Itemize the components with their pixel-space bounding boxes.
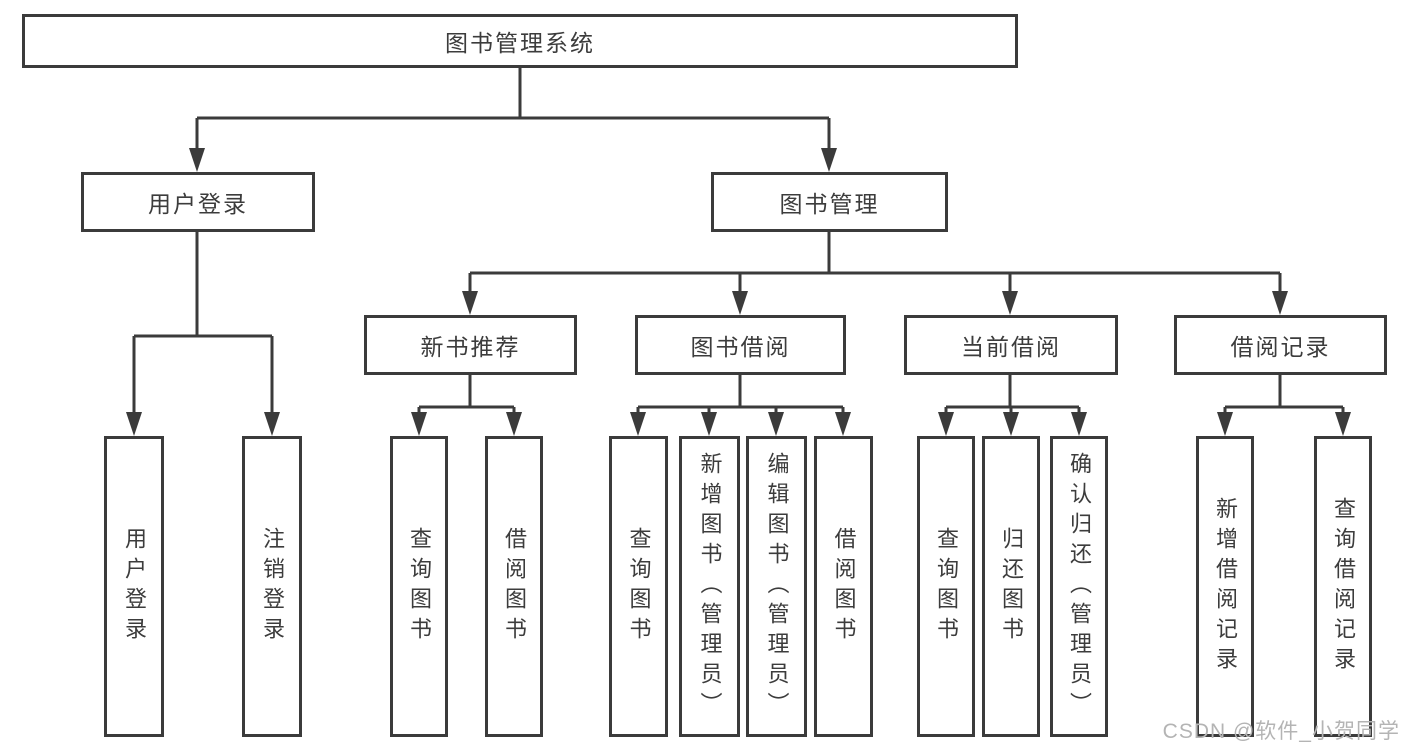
node-root-label: 图书管理系统 xyxy=(445,30,595,56)
node-current-borrowing-label: 当前借阅 xyxy=(961,334,1061,360)
node-borrowing-records-label: 借阅记录 xyxy=(1230,334,1331,360)
leaf-borrowing-query-books-label: 查询图书 xyxy=(626,526,652,647)
leaf-borrowing-add-book-admin: 新增图书（管理员） xyxy=(679,436,740,737)
leaf-borrowing-query-books: 查询图书 xyxy=(609,436,668,737)
leaf-recommend-borrow-books-label: 借阅图书 xyxy=(502,526,527,647)
arrowheads-user-login-leaves xyxy=(126,412,280,436)
connector-book-management-branch xyxy=(468,232,1282,293)
leaf-records-add-borrow-record-label: 新增借阅记录 xyxy=(1213,496,1238,677)
leaf-user-login-label: 用户登录 xyxy=(122,526,147,647)
leaf-recommend-query-books: 查询图书 xyxy=(390,436,448,737)
leaf-current-query-books-label: 查询图书 xyxy=(934,526,959,647)
leaf-current-return-books: 归还图书 xyxy=(982,436,1040,737)
leaf-current-confirm-return-admin: 确认归还（管理员） xyxy=(1050,436,1108,737)
connector-current-borrow-branch xyxy=(944,375,1081,414)
leaf-recommend-query-books-label: 查询图书 xyxy=(407,526,432,647)
node-new-book-recommendation: 新书推荐 xyxy=(364,315,577,375)
node-user-login: 用户登录 xyxy=(81,172,315,232)
arrowheads-leaves xyxy=(411,412,1351,436)
connector-user-login-branch xyxy=(132,232,274,414)
leaf-logout-label: 注销登录 xyxy=(260,526,285,647)
connector-borrow-records-branch xyxy=(1223,375,1345,414)
arrowheads-level2 xyxy=(189,148,837,172)
leaf-borrowing-add-book-admin-label: 新增图书（管理员） xyxy=(697,451,723,722)
leaf-current-return-books-label: 归还图书 xyxy=(999,526,1024,647)
node-book-borrowing-label: 图书借阅 xyxy=(690,334,791,360)
leaf-borrowing-borrow-books-label: 借阅图书 xyxy=(831,526,857,647)
leaf-logout: 注销登录 xyxy=(242,436,302,737)
node-new-book-recommendation-label: 新书推荐 xyxy=(420,334,521,360)
node-user-login-label: 用户登录 xyxy=(148,191,248,217)
leaf-records-query-borrow-record: 查询借阅记录 xyxy=(1314,436,1372,737)
leaf-records-add-borrow-record: 新增借阅记录 xyxy=(1196,436,1254,737)
leaf-current-query-books: 查询图书 xyxy=(917,436,975,737)
node-borrowing-records: 借阅记录 xyxy=(1174,315,1387,375)
leaf-user-login: 用户登录 xyxy=(104,436,164,737)
leaf-current-confirm-return-admin-label: 确认归还（管理员） xyxy=(1067,451,1092,722)
csdn-watermark: CSDN @软件_小贺同学 xyxy=(1162,720,1400,743)
connector-new-book-branch xyxy=(417,375,516,414)
node-book-management-label: 图书管理 xyxy=(779,191,880,217)
node-root-library-system: 图书管理系统 xyxy=(22,14,1018,68)
leaf-borrowing-edit-book-admin-label: 编辑图书（管理员） xyxy=(764,451,790,722)
leaf-borrowing-edit-book-admin: 编辑图书（管理员） xyxy=(746,436,807,737)
leaf-records-query-borrow-record-label: 查询借阅记录 xyxy=(1331,496,1356,677)
connector-root-to-level2 xyxy=(195,68,831,150)
connector-book-borrow-branch xyxy=(636,375,845,414)
node-book-borrowing: 图书借阅 xyxy=(635,315,846,375)
node-current-borrowing: 当前借阅 xyxy=(904,315,1118,375)
leaf-borrowing-borrow-books: 借阅图书 xyxy=(814,436,873,737)
leaf-recommend-borrow-books: 借阅图书 xyxy=(485,436,543,737)
arrowheads-level3 xyxy=(462,291,1288,315)
node-book-management: 图书管理 xyxy=(711,172,948,232)
